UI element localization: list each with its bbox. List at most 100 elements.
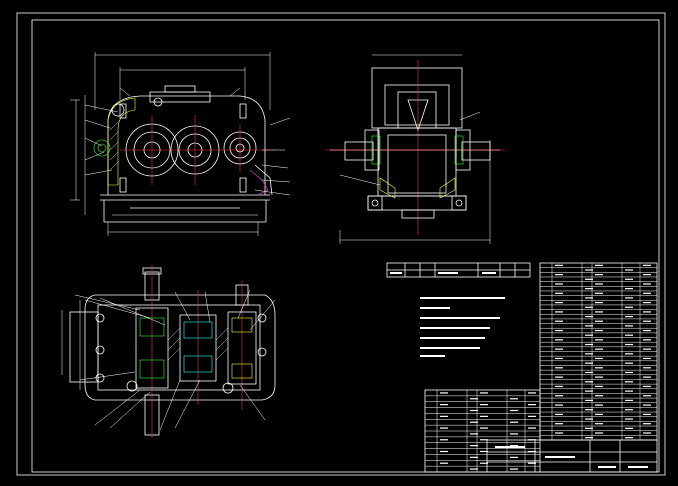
- cell-text-mark: [643, 301, 651, 304]
- cell-text-mark: [528, 427, 536, 429]
- cell-text-mark: [595, 367, 603, 369]
- cell-text-mark: [480, 404, 488, 406]
- cell-text-mark: [480, 462, 488, 464]
- cell-text-mark: [595, 311, 603, 313]
- cell-text-mark: [625, 288, 633, 290]
- cell-text-mark: [595, 404, 603, 406]
- cell-text-mark: [625, 315, 633, 318]
- cell-text-mark: [625, 390, 633, 392]
- cell-text-mark: [625, 334, 633, 336]
- cell-text-mark: [585, 343, 593, 346]
- cell-text-mark: [585, 381, 593, 383]
- cell-text-mark: [510, 456, 518, 458]
- cell-text-mark: [625, 278, 633, 280]
- cell-text-mark: [510, 421, 518, 423]
- cell-text-mark: [595, 339, 603, 341]
- cell-text-mark: [585, 418, 593, 420]
- cell-text-mark: [480, 427, 488, 429]
- cell-text-mark: [585, 269, 593, 271]
- cell-text-mark: [595, 348, 603, 350]
- cell-text-mark: [595, 413, 603, 415]
- cell-text-mark: [510, 398, 518, 400]
- cell-text-mark: [480, 439, 488, 441]
- title-block: [486, 439, 658, 473]
- cell-text-mark: [555, 311, 563, 313]
- drawing-border: [16, 12, 666, 476]
- cell-text-mark: [595, 385, 603, 388]
- cell-text-mark: [595, 320, 603, 322]
- cell-text-mark: [643, 292, 651, 294]
- cell-text-mark: [595, 432, 603, 434]
- cell-text-mark: [470, 456, 478, 458]
- cell-text-mark: [555, 264, 563, 266]
- cell-text-mark: [470, 409, 478, 412]
- cell-text-mark: [528, 462, 536, 464]
- cell-text-mark: [595, 357, 603, 360]
- cell-text-mark: [625, 399, 633, 402]
- cell-text-mark: [528, 450, 536, 453]
- cell-text-mark: [585, 353, 593, 355]
- cell-text-mark: [440, 439, 448, 441]
- cell-text-mark: [440, 450, 448, 453]
- tech-requirements: [420, 297, 505, 357]
- cell-text-mark: [555, 301, 563, 304]
- cell-text-mark: [555, 376, 563, 378]
- cell-text-mark: [555, 274, 563, 276]
- cell-text-mark: [625, 306, 633, 308]
- cell-text-mark: [625, 343, 633, 346]
- cell-text-mark: [643, 413, 651, 415]
- cell-text-mark: [625, 381, 633, 383]
- cell-text-mark: [643, 367, 651, 369]
- cell-text-mark: [555, 423, 563, 425]
- cell-text-mark: [643, 357, 651, 360]
- cell-text-mark: [585, 306, 593, 308]
- cell-text-mark: [643, 283, 651, 285]
- front-view: [70, 52, 291, 236]
- cell-text-mark: [470, 421, 478, 423]
- cell-text-mark: [585, 427, 593, 429]
- cell-text-mark: [595, 264, 603, 266]
- cell-text-mark: [440, 462, 448, 464]
- cell-text-mark: [585, 409, 593, 411]
- cell-text-mark: [625, 437, 633, 439]
- top-view: [61, 265, 276, 438]
- cell-text-mark: [595, 423, 603, 425]
- cell-text-mark: [555, 339, 563, 341]
- cell-text-mark: [643, 320, 651, 322]
- cell-text-mark: [585, 362, 593, 364]
- cell-text-mark: [470, 445, 478, 447]
- cell-text-mark: [528, 404, 536, 406]
- cell-text-mark: [555, 413, 563, 415]
- cell-text-mark: [555, 348, 563, 350]
- cell-text-mark: [480, 450, 488, 453]
- cell-text-mark: [440, 415, 448, 417]
- cell-text-mark: [528, 392, 536, 394]
- cell-text-mark: [528, 415, 536, 417]
- cell-text-mark: [585, 297, 593, 299]
- cell-text-mark: [625, 418, 633, 420]
- cell-text-mark: [585, 399, 593, 402]
- cell-text-mark: [440, 392, 448, 394]
- cell-text-mark: [555, 357, 563, 360]
- cell-text-mark: [470, 398, 478, 400]
- cell-text-mark: [555, 385, 563, 388]
- cell-text-mark: [585, 288, 593, 290]
- cell-text-mark: [510, 433, 518, 435]
- parts-list-left: [424, 389, 541, 473]
- cell-text-mark: [470, 433, 478, 435]
- cell-text-mark: [480, 415, 488, 417]
- cell-text-mark: [510, 468, 518, 470]
- cell-text-mark: [643, 274, 651, 276]
- cell-text-mark: [510, 409, 518, 412]
- cell-text-mark: [585, 334, 593, 336]
- cell-text-mark: [555, 395, 563, 397]
- cell-text-mark: [625, 409, 633, 411]
- cell-text-mark: [555, 367, 563, 369]
- cell-text-mark: [595, 301, 603, 304]
- cell-text-mark: [643, 348, 651, 350]
- cell-text-mark: [595, 329, 603, 332]
- cell-text-mark: [643, 376, 651, 378]
- cell-text-mark: [643, 264, 651, 266]
- cell-text-mark: [585, 371, 593, 374]
